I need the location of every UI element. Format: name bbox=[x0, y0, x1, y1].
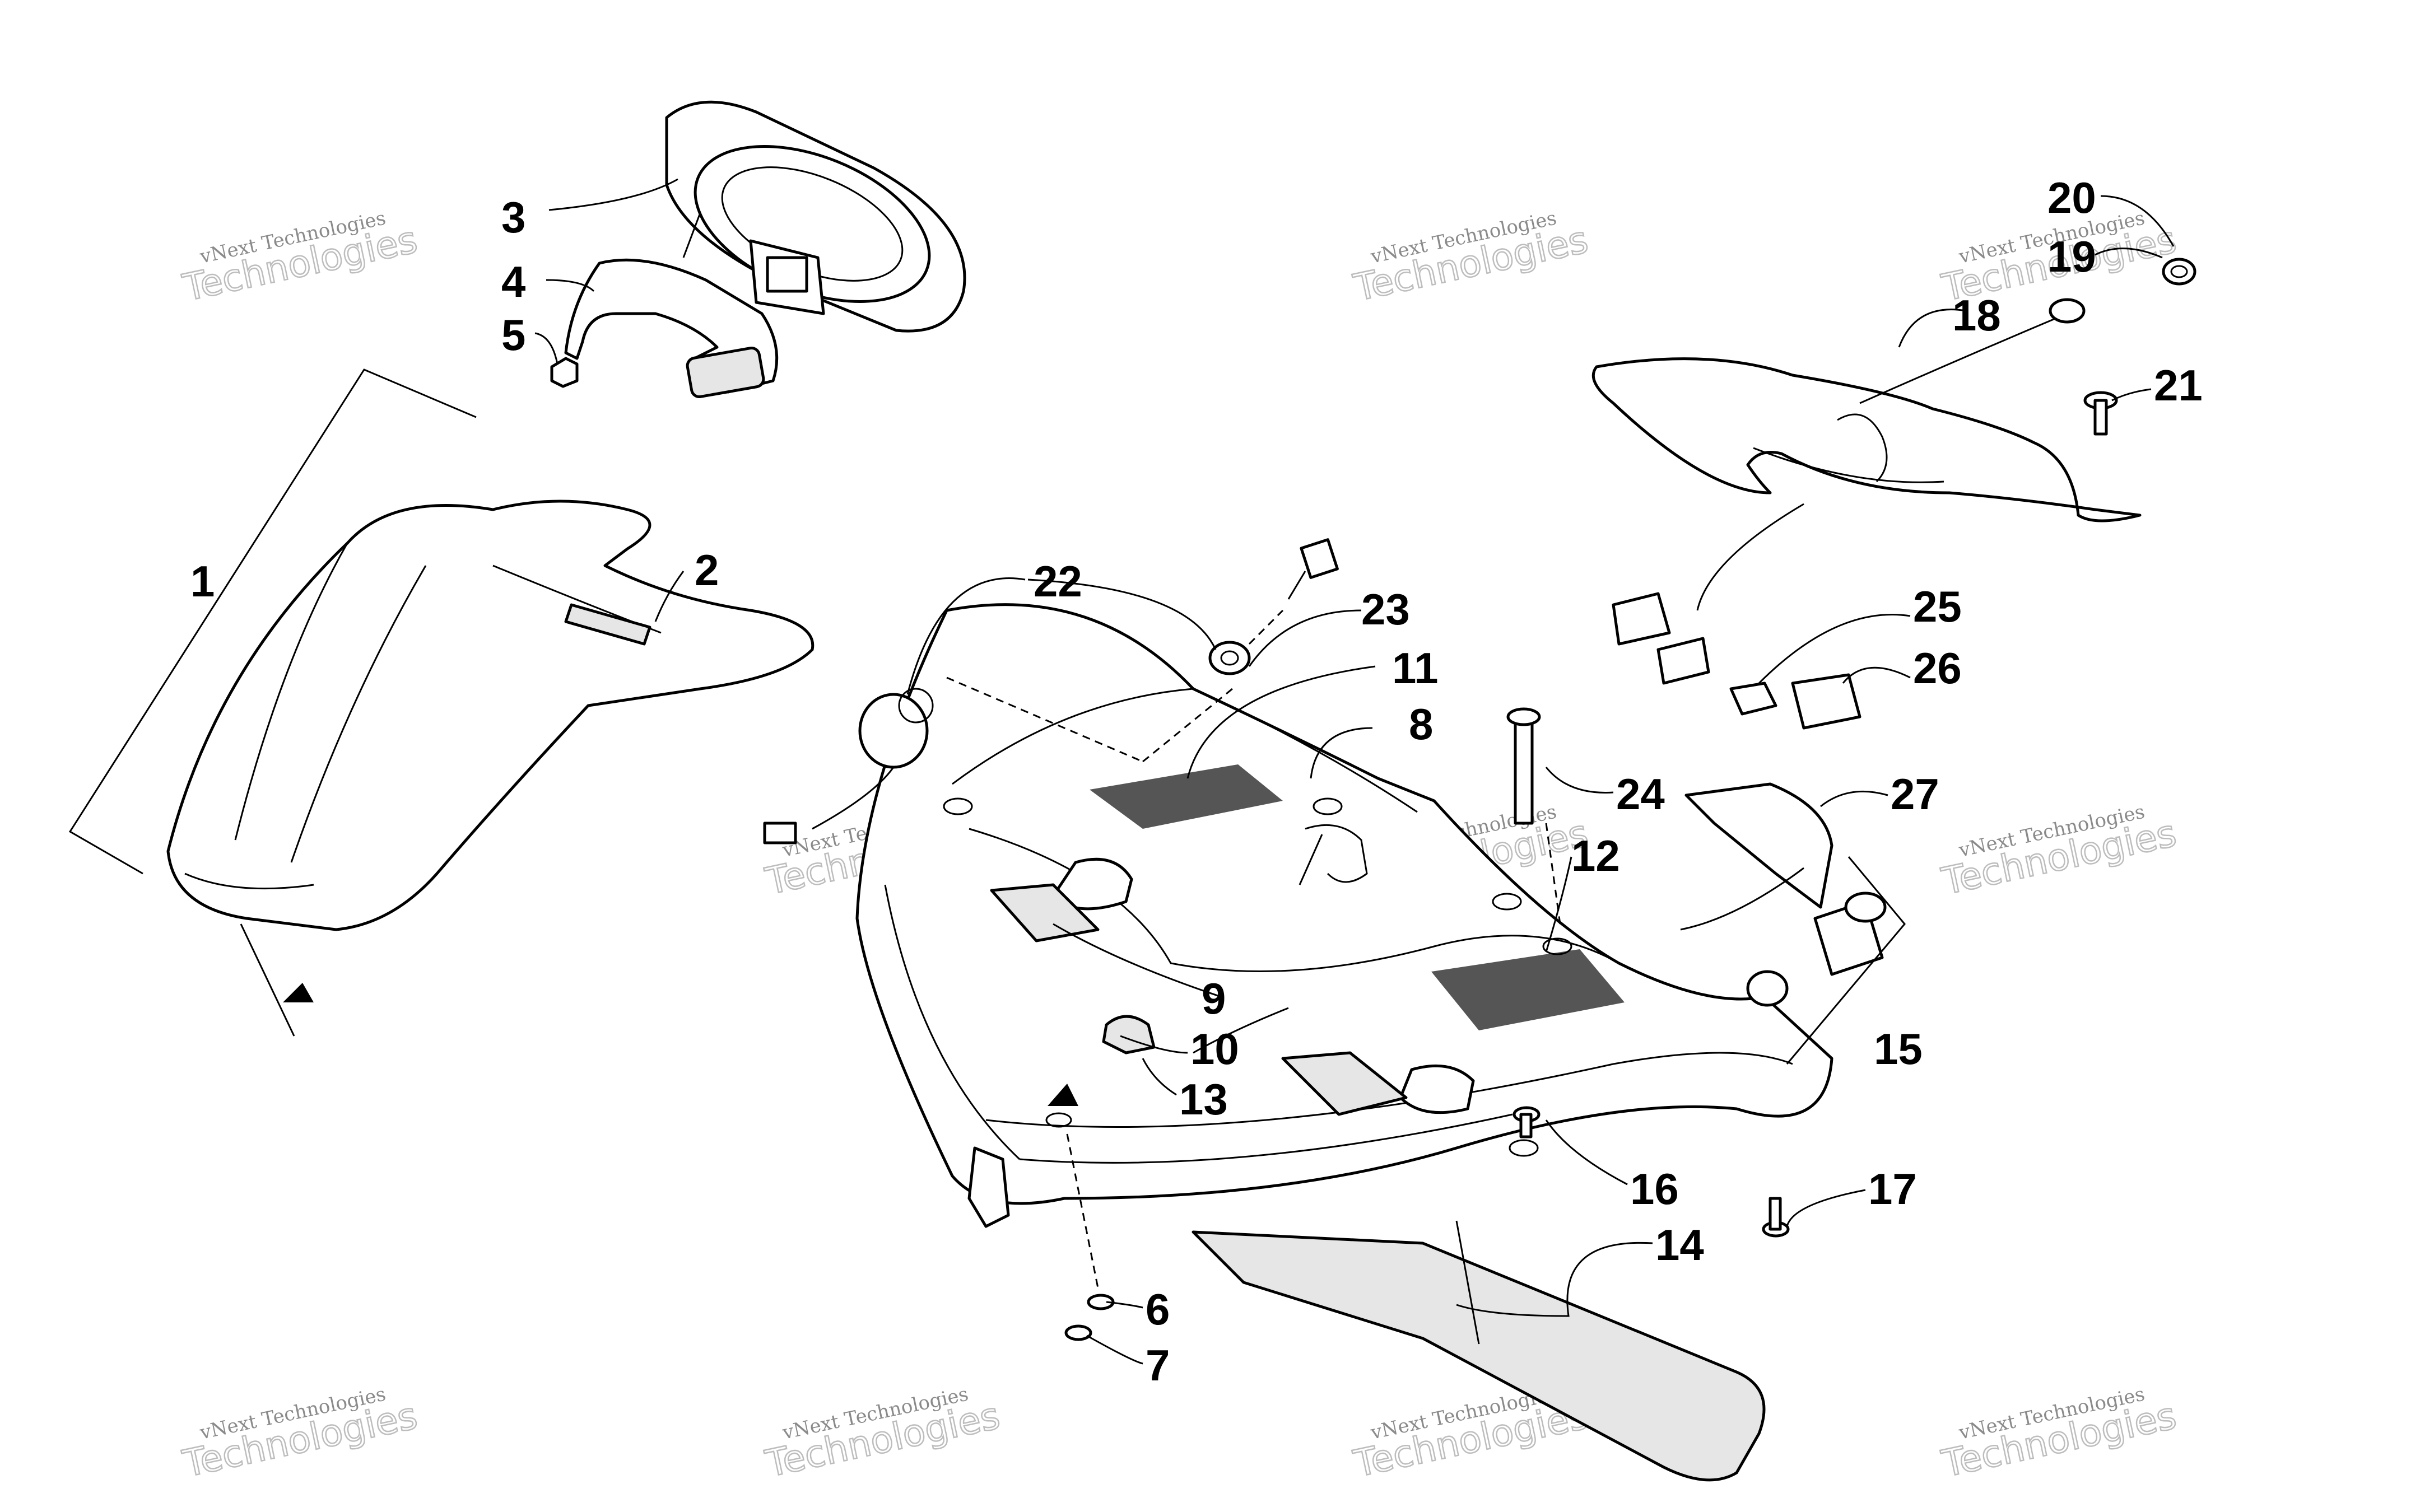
callout-labels: 1 2 3 4 5 6 7 8 9 10 11 12 13 14 15 16 1… bbox=[190, 173, 2203, 1390]
callout-21: 21 bbox=[2154, 361, 2203, 410]
callout-18: 18 bbox=[1952, 291, 2001, 340]
callout-6: 6 bbox=[1146, 1285, 1170, 1334]
callout-22: 22 bbox=[1034, 557, 1082, 606]
leader-lines bbox=[534, 178, 2175, 1365]
callout-24: 24 bbox=[1616, 769, 1665, 819]
callout-16: 16 bbox=[1630, 1164, 1679, 1214]
windshield-assembly bbox=[166, 500, 815, 931]
callout-8: 8 bbox=[1409, 699, 1433, 749]
gauge-bracket bbox=[564, 258, 779, 399]
decal-part-12 bbox=[1431, 949, 1625, 1030]
callout-19: 19 bbox=[2047, 232, 2096, 281]
key-part-23 bbox=[1208, 538, 1339, 675]
callout-12: 12 bbox=[1571, 831, 1620, 880]
ignition-switch bbox=[763, 676, 1233, 844]
switch-assembly bbox=[1684, 673, 1861, 909]
callout-17: 17 bbox=[1868, 1164, 1917, 1214]
callout-2: 2 bbox=[695, 545, 719, 595]
foam-pad bbox=[1192, 1230, 1766, 1482]
callout-11: 11 bbox=[1392, 643, 1438, 693]
power-outlet bbox=[1746, 856, 1906, 1065]
nut-part-5 bbox=[550, 357, 579, 388]
arrow-marker bbox=[1048, 1084, 1078, 1106]
callout-4: 4 bbox=[501, 257, 525, 306]
bracket-callout-1 bbox=[68, 368, 477, 1037]
rear-cover bbox=[1591, 357, 2142, 522]
callout-27: 27 bbox=[1891, 769, 1939, 819]
callout-26: 26 bbox=[1913, 643, 1962, 693]
decal-part-10 bbox=[1281, 1051, 1408, 1116]
callout-25: 25 bbox=[1913, 582, 1962, 631]
arrow-marker bbox=[283, 983, 314, 1002]
callout-3: 3 bbox=[501, 193, 525, 242]
callout-7: 7 bbox=[1146, 1341, 1170, 1390]
screw-part-21 bbox=[2083, 391, 2118, 436]
tether-cord bbox=[1612, 258, 2196, 685]
screw-part-7 bbox=[1064, 1324, 1092, 1341]
callout-9: 9 bbox=[1202, 974, 1226, 1023]
callout-13: 13 bbox=[1179, 1075, 1228, 1124]
callout-1: 1 bbox=[190, 557, 215, 606]
callout-15: 15 bbox=[1874, 1024, 1923, 1074]
decal-part-11 bbox=[1090, 764, 1283, 829]
callout-5: 5 bbox=[501, 310, 525, 360]
callout-20: 20 bbox=[2047, 173, 2096, 222]
callout-10: 10 bbox=[1190, 1024, 1239, 1074]
console-main bbox=[855, 603, 1833, 1228]
gauge-assembly bbox=[665, 100, 966, 333]
screw-part-17 bbox=[1762, 1197, 1790, 1238]
bolt-part-24 bbox=[1506, 707, 1561, 925]
callout-14: 14 bbox=[1655, 1220, 1704, 1270]
screw-part-16 bbox=[1513, 1106, 1541, 1138]
callout-23: 23 bbox=[1361, 585, 1410, 634]
decal-part-9 bbox=[990, 883, 1100, 942]
